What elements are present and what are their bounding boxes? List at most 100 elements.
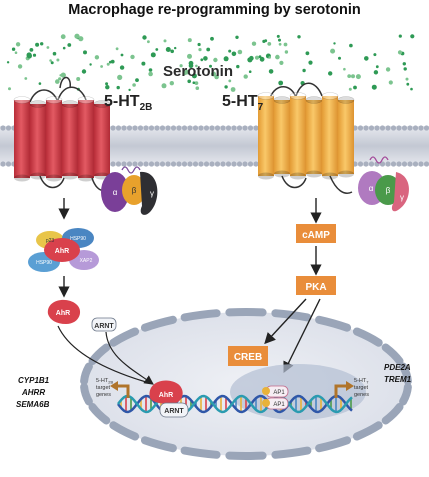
hsp90-label-1: HSP90 <box>70 236 86 242</box>
creb-box: CREB <box>228 346 268 366</box>
p23-label: p23 <box>46 238 55 244</box>
serotonin-dot <box>163 39 167 43</box>
serotonin-dot <box>347 74 352 78</box>
serotonin-dot <box>268 69 274 74</box>
target-genes-left-label: 5-HT2B target genes <box>96 378 113 398</box>
serotonin-dot <box>147 40 150 44</box>
camp-label: cAMP <box>302 230 330 241</box>
figure-title: Macrophage re-programming by serotonin <box>68 2 361 18</box>
serotonin-dot <box>109 60 112 64</box>
serotonin-dot <box>276 34 280 38</box>
svg-text:5-HT2B: 5-HT2B <box>96 378 113 385</box>
serotonin-dot <box>56 58 60 62</box>
serotonin-dot <box>24 77 28 80</box>
serotonin-dot <box>194 81 199 85</box>
serotonin-dot <box>187 53 192 59</box>
serotonin-dot <box>403 67 407 71</box>
receptor-5ht7 <box>257 82 355 194</box>
svg-text:5-HT7: 5-HT7 <box>354 378 369 385</box>
serotonin-dot <box>224 85 228 89</box>
serotonin-dot <box>248 70 252 73</box>
serotonin-dot <box>203 56 208 61</box>
serotonin-dot <box>89 63 92 66</box>
serotonin-dot <box>305 51 310 56</box>
gamma-subunit-label: γ <box>150 189 154 198</box>
serotonin-dot <box>169 81 174 86</box>
serotonin-dot <box>110 59 115 64</box>
complex-ahr-label: AhR <box>55 248 69 255</box>
serotonin-dot <box>67 43 72 47</box>
receptor-left-label: 5-HT2B <box>104 93 152 113</box>
serotonin-dot <box>94 55 100 60</box>
arnt-dna-label: ARNT <box>164 408 184 415</box>
serotonin-dot <box>148 68 153 72</box>
serotonin-dot <box>278 80 284 86</box>
transcription-arrow-right <box>334 384 348 398</box>
serotonin-molecules <box>6 33 415 92</box>
serotonin-dot <box>165 47 171 52</box>
ahr-complex: p23 HSP90 HSP90 XAP2 AhR <box>28 228 99 272</box>
serotonin-dot <box>116 85 120 90</box>
hsp90-label-2: HSP90 <box>36 260 52 266</box>
pka-box: PKA <box>296 276 336 295</box>
serotonin-dot <box>52 51 57 56</box>
serotonin-dot <box>106 62 110 66</box>
serotonin-dot <box>115 47 119 51</box>
serotonin-dot <box>198 48 202 52</box>
creb-label: CREB <box>234 352 262 363</box>
serotonin-dot <box>170 49 174 54</box>
serotonin-dot <box>284 50 289 54</box>
serotonin-dot <box>410 34 415 39</box>
serotonin-dot <box>8 87 11 91</box>
serotonin-dot <box>235 35 239 39</box>
serotonin-dot <box>375 65 379 69</box>
serotonin-dot <box>15 42 21 47</box>
serotonin-dot <box>120 53 124 57</box>
serotonin-dot <box>35 42 40 47</box>
serotonin-dot <box>179 64 183 68</box>
gene-list-right: PDE2A TREM1 <box>384 363 412 384</box>
serotonin-dot <box>262 39 266 44</box>
arrow-pka-to-creb <box>264 298 307 345</box>
arrow-arnt-to-nucleus <box>105 331 154 385</box>
gene-pde2a: PDE2A <box>384 363 411 372</box>
serotonin-dot <box>388 80 393 85</box>
serotonin-dot <box>62 46 66 50</box>
serotonin-dot <box>74 33 80 39</box>
serotonin-dot <box>278 42 282 46</box>
serotonin-dot <box>351 74 355 79</box>
ap1-label-1: AP1 <box>273 390 285 396</box>
serotonin-dot <box>243 74 248 79</box>
svg-text:genes: genes <box>96 392 111 398</box>
serotonin-dot <box>406 82 410 86</box>
serotonin-dot <box>228 49 232 53</box>
serotonin-dot <box>405 77 409 81</box>
serotonin-dot <box>259 56 265 62</box>
serotonin-dot <box>349 43 353 48</box>
serotonin-dot <box>60 72 66 78</box>
serotonin-dot <box>38 82 42 85</box>
serotonin-dot <box>150 52 156 58</box>
receptor-right-label: 5-HT7 <box>222 93 264 113</box>
gene-trem1: TREM1 <box>384 375 412 384</box>
serotonin-dot <box>142 35 147 40</box>
serotonin-dot <box>119 65 125 70</box>
serotonin-dot <box>302 68 306 73</box>
ahr-free-label: AhR <box>56 310 70 317</box>
serotonin-dot <box>195 64 198 68</box>
serotonin-dot <box>148 71 153 77</box>
serotonin-dot <box>275 54 280 60</box>
ahr-dna-bound: AhR <box>149 380 183 404</box>
gene-sema6b: SEMA6B <box>16 400 50 409</box>
serotonin-dot <box>135 78 139 82</box>
gamma-subunit-label-right: γ <box>400 193 404 202</box>
serotonin-dot <box>402 62 406 66</box>
serotonin-dot <box>237 49 243 55</box>
serotonin-dot <box>267 42 272 46</box>
serotonin-dot <box>50 61 54 65</box>
arrow-pka-to-ap1 <box>283 298 321 374</box>
serotonin-dot <box>209 64 212 68</box>
serotonin-dot <box>26 52 32 58</box>
serotonin-dot <box>155 48 159 51</box>
ahr-free: AhR <box>47 299 81 324</box>
